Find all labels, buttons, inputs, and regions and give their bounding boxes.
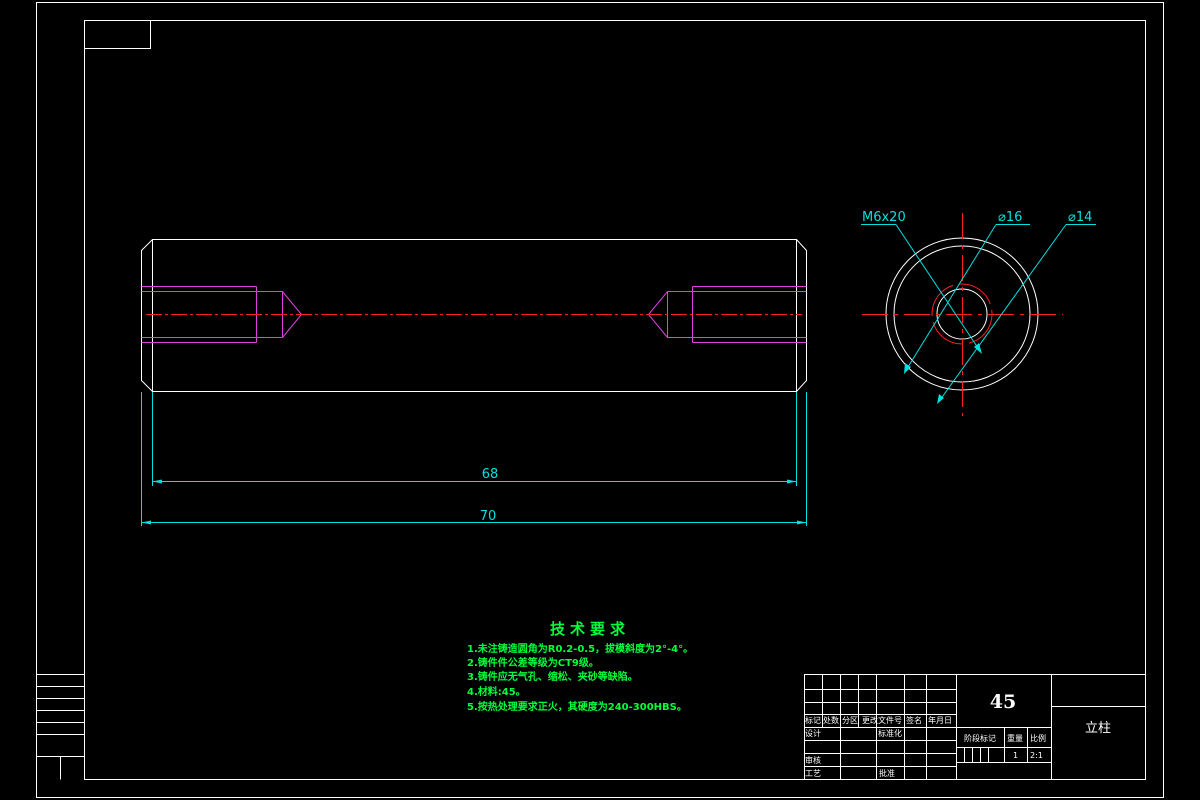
tb-standardization: 标准化: [878, 728, 902, 738]
tb-weight: 重量: [1007, 733, 1023, 743]
dim-70-text: 70: [480, 509, 497, 524]
title-block: 标记 处数 分区 更改文件号 签名 年月日 设计 标准化 审核 工艺 批准 阶段…: [804, 674, 1146, 780]
left-margin-strip: [36, 674, 85, 780]
tb-header-zone: 分区: [842, 716, 858, 725]
dia14-callout: ⌀14: [1068, 210, 1092, 225]
technical-requirements: 技术要求 1.未注铸造圆角为R0.2-0.5，拔模斜度为2°-4°。 2.铸件件…: [467, 620, 693, 713]
tb-review: 审核: [805, 755, 821, 765]
tb-qty: 1: [1013, 751, 1018, 760]
note-3: 3.铸件应无气孔、缩松、夹砂等缺陷。: [467, 670, 638, 683]
tb-header-sign: 签名: [906, 715, 922, 725]
dim-68-text: 68: [482, 467, 499, 482]
tb-header-count: 处数: [823, 715, 839, 725]
thread-callout: M6x20: [862, 210, 906, 225]
left-threaded-hole: [141, 286, 303, 343]
tb-header-change-doc: 更改文件号: [862, 715, 902, 725]
notes-title: 技术要求: [550, 620, 630, 638]
tb-part-name: 立柱: [1085, 721, 1111, 736]
note-1: 1.未注铸造圆角为R0.2-0.5，拔模斜度为2°-4°。: [467, 642, 693, 655]
sheet-inner-border: [84, 20, 1146, 780]
tb-scale-value: 2:1: [1030, 751, 1043, 760]
tb-scale: 比例: [1030, 733, 1046, 743]
tb-approve: 批准: [879, 768, 895, 778]
dia16-callout: ⌀16: [998, 210, 1022, 225]
note-5: 5.按热处理要求正火，其硬度为240-300HBS。: [467, 700, 687, 713]
tb-design: 设计: [805, 728, 821, 738]
corner-box: [84, 20, 151, 49]
tb-material: 45: [990, 691, 1016, 713]
note-2: 2.铸件件公差等级为CT9级。: [467, 656, 599, 669]
side-view: M6x20 ⌀16 ⌀14: [861, 210, 1096, 416]
front-view: [141, 239, 807, 392]
dimensions: 68 70: [141, 392, 807, 526]
part-outline: [141, 239, 807, 392]
tb-process: 工艺: [805, 769, 821, 778]
tb-header-mark: 标记: [805, 715, 821, 725]
note-4: 4.材料:45。: [467, 685, 526, 698]
tb-header-date: 年月日: [928, 715, 952, 725]
tb-stage-mark: 阶段标记: [964, 733, 996, 743]
sheet-outer-border: [36, 2, 1164, 798]
